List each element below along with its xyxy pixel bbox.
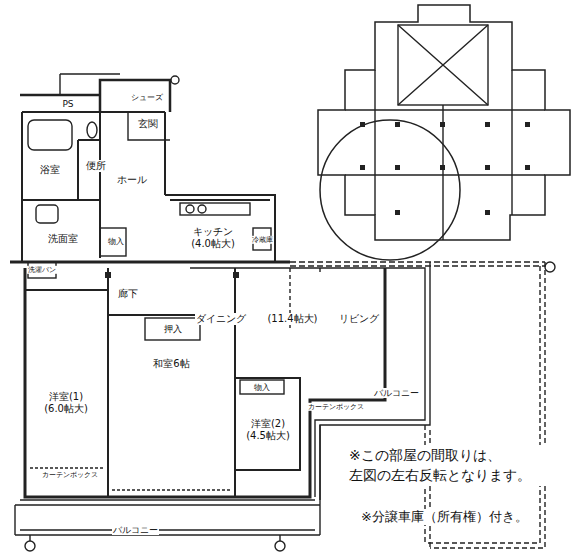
room-name: リビング <box>338 313 380 325</box>
room-name: 和室6帖 <box>152 358 190 370</box>
room-area: 廊下 <box>105 285 150 303</box>
fixture-label: カーテンボックス <box>307 403 365 411</box>
room-name: 廊下 <box>117 288 139 300</box>
room-name: ダイニング <box>195 313 247 325</box>
room-area: キッチン(4.0帖大) <box>178 218 248 258</box>
room-name: (11.4帖大) <box>266 313 318 325</box>
room-area: 洋室(1)(6.0帖大) <box>28 380 104 425</box>
room-name: 浴室 <box>39 164 61 176</box>
room-name: (4.0帖大) <box>190 238 236 250</box>
room-name: 洋室(1) <box>48 391 84 403</box>
room-name: (4.5帖大) <box>245 430 291 442</box>
fixture-label: 冷蔵庫 <box>251 236 274 244</box>
room-area: 便所 <box>80 152 112 180</box>
note-text: ※分譲車庫（所有権）付き。 <box>360 509 529 525</box>
room-name: 洗面室 <box>47 233 79 245</box>
room-name: 便所 <box>85 160 107 172</box>
fixture-label: PS <box>61 99 74 110</box>
room-area: 洗面室 <box>30 225 95 253</box>
room-name: バルコニー <box>112 525 159 536</box>
room-name: バルコニー <box>373 388 420 399</box>
room-area: 押入 <box>145 319 200 339</box>
room-name: キッチン <box>192 226 234 238</box>
room-area: 物入 <box>240 380 284 395</box>
fixture-label: 物入 <box>107 237 125 247</box>
note-text: ※この部屋の間取りは、 左図の左右反転となります。 <box>348 445 582 486</box>
room-area: 玄関 <box>128 114 168 134</box>
room-area: ホール <box>102 165 162 195</box>
fixture-label: カーテンボックス <box>41 471 99 479</box>
room-area: 洋室(2)(4.5帖大) 物入 <box>237 378 299 470</box>
fixture-label: シューズ <box>130 93 164 103</box>
room-area: ダイニング (11.4帖大) リビング <box>195 308 380 330</box>
room-name: 押入 <box>163 324 183 335</box>
room-area: バルコニー <box>100 522 170 538</box>
room-name: ホール <box>116 174 148 186</box>
room-name: 洋室(2) <box>250 418 286 430</box>
room-area: 和室6帖 押入 <box>110 318 233 493</box>
room-area: バルコニー <box>365 384 427 402</box>
room-area: 浴室 <box>25 150 75 190</box>
room-name: 玄関 <box>137 118 159 130</box>
fixture-label: 洗濯パン <box>27 266 57 274</box>
room-name: 物入 <box>253 383 271 393</box>
room-name: (6.0帖大) <box>43 403 89 415</box>
